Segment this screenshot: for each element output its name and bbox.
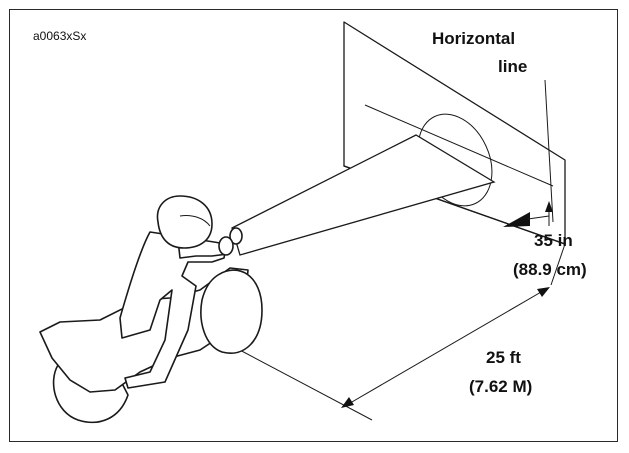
helmet-icon — [156, 195, 213, 249]
mirror-icon — [218, 236, 234, 256]
distance-arrow-end-wall — [537, 287, 550, 297]
horizontal-line-label-2: line — [498, 57, 527, 76]
horizontal-line-leader — [544, 79, 554, 223]
distance-label-m: (7.62 M) — [469, 377, 532, 396]
floor-line-front — [235, 347, 373, 421]
distance-extension-line — [550, 243, 566, 286]
light-beam — [231, 134, 496, 256]
distance-label-ft: 25 ft — [486, 348, 521, 367]
height-arrow-left — [503, 212, 530, 227]
headlight-icon — [229, 227, 243, 245]
rider-body — [119, 231, 227, 389]
height-label-cm: (88.9 cm) — [513, 260, 587, 279]
horizontal-line-label: Horizontal — [432, 29, 515, 48]
distance-dimension-line — [344, 287, 549, 407]
helmet-visor — [179, 215, 211, 227]
height-arrow-up — [545, 201, 553, 212]
motorcycle-rider-illustration — [39, 195, 263, 424]
height-label-in: 35 in — [534, 231, 573, 250]
front-tire — [200, 269, 263, 354]
horizontal-line — [364, 104, 554, 187]
height-arrow-stem — [527, 215, 550, 220]
figure-code: a0063xSx — [33, 29, 86, 43]
distance-arrow-end-bike — [341, 397, 354, 408]
